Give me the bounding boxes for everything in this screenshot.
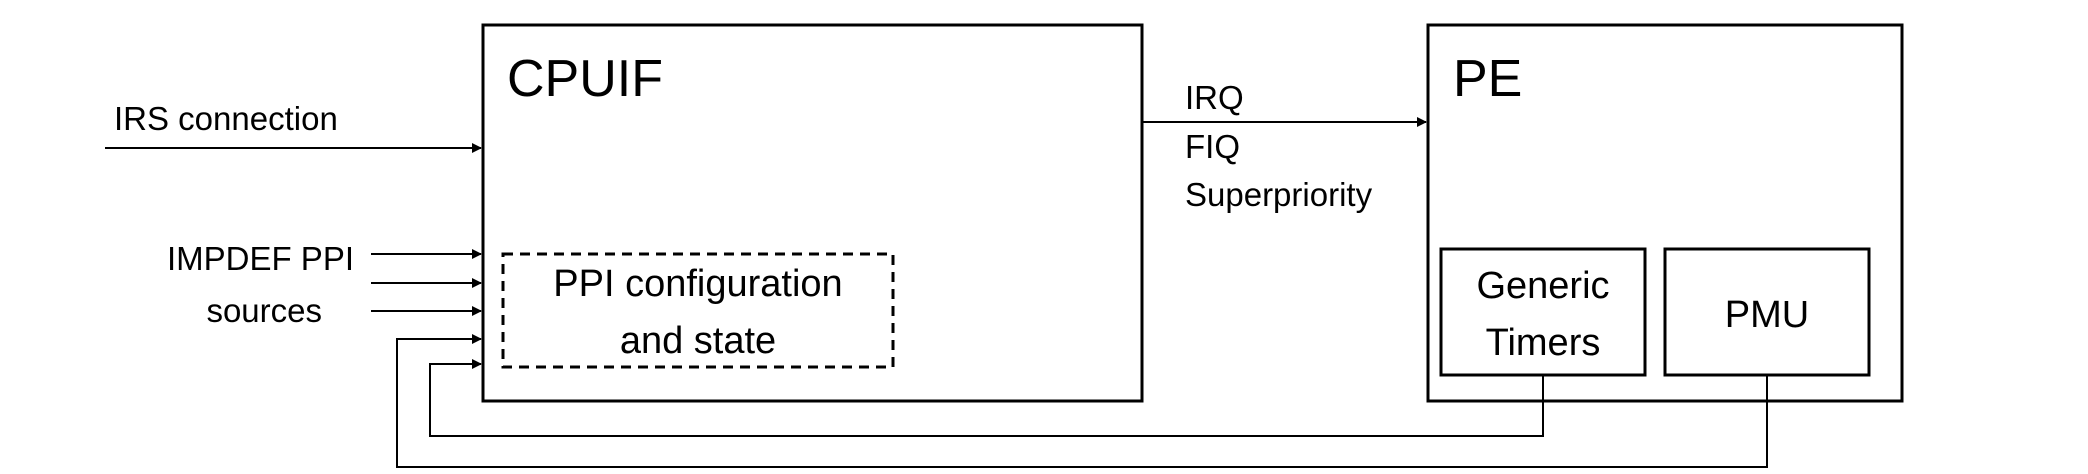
impdef-ppi-label-line1: IMPDEF PPI (167, 240, 354, 277)
irs-connection-input: IRS connection (105, 100, 482, 153)
irs-connection-label: IRS connection (114, 100, 338, 137)
ppi-config-box (501, 252, 895, 369)
pmu-block: PMU (1663, 247, 1871, 377)
generic-timers-label-line2: Timers (1486, 322, 1601, 364)
irq-label: IRQ (1185, 79, 1244, 116)
generic-timers-feedback-line (429, 359, 1544, 437)
superpriority-label: Superpriority (1185, 176, 1373, 213)
generic-timers-block: Generic Timers (1439, 247, 1647, 377)
impdef-ppi-label-line2: sources (206, 292, 322, 329)
impdef-ppi-sources-input: IMPDEF PPI sources (167, 240, 482, 329)
cpuif-to-pe-signal: IRQ FIQ Superpriority (1142, 79, 1427, 213)
generic-timers-label-line1: Generic (1476, 265, 1609, 307)
generic-timers-box (1439, 247, 1647, 377)
ppi-config-label-line1: PPI configuration (553, 263, 842, 305)
cpuif-block: CPUIF (481, 23, 1144, 403)
pe-title: PE (1453, 50, 1522, 108)
cpuif-box (481, 23, 1144, 403)
pe-block: PE (1426, 23, 1904, 403)
ppi-config-block: PPI configuration and state (501, 252, 895, 369)
fiq-label: FIQ (1185, 128, 1240, 165)
pe-box (1426, 23, 1904, 403)
pmu-box (1663, 247, 1871, 377)
pmu-label: PMU (1725, 294, 1809, 336)
ppi-config-label-line2: and state (620, 320, 776, 362)
cpuif-title: CPUIF (507, 50, 663, 108)
pmu-feedback-line (396, 334, 1768, 468)
